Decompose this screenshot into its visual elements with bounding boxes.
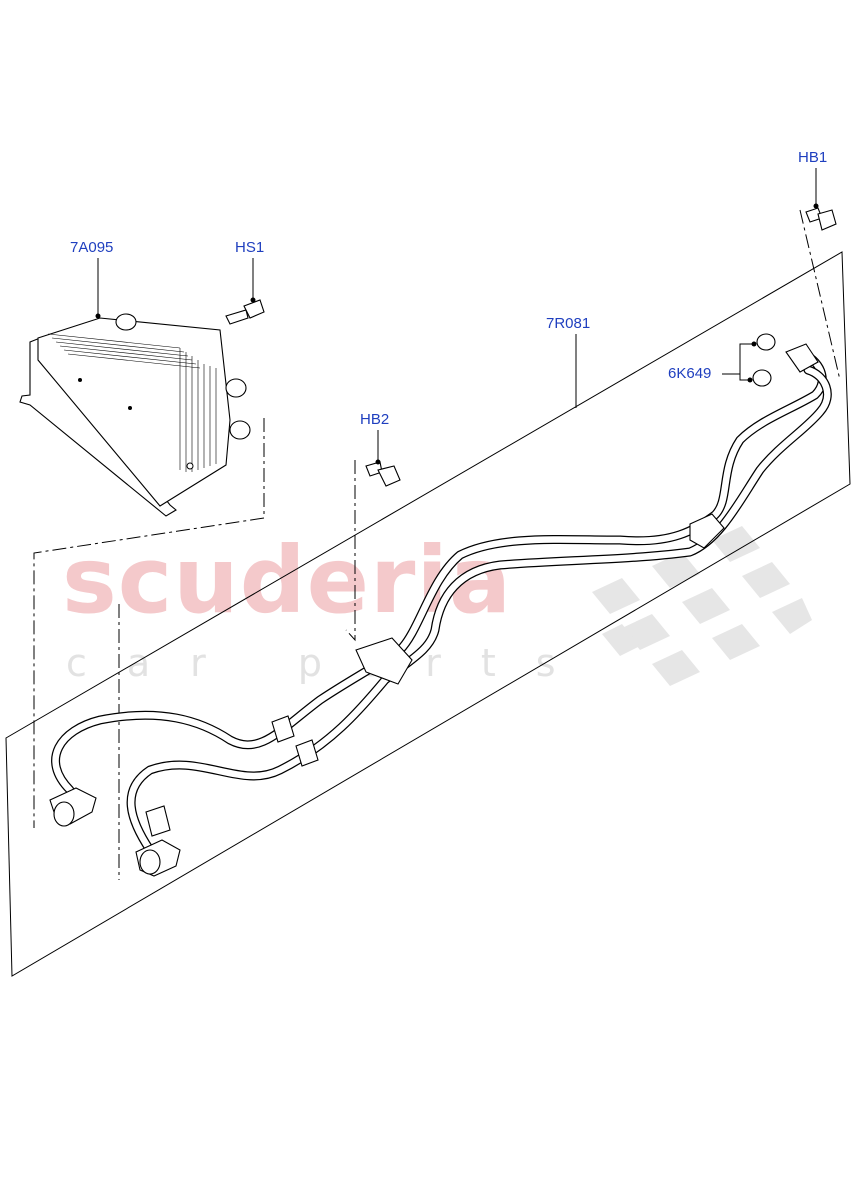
callout-pipe-assembly: 7R081 [546, 315, 590, 332]
pipe-assembly-frame [5, 251, 851, 977]
pipe-fittings [49, 343, 819, 877]
callout-bracket-bolt-center: HB2 [360, 411, 389, 428]
callout-o-rings: 6K649 [668, 365, 711, 382]
oil-cooler [19, 313, 251, 517]
watermark-brand: scuderia [62, 527, 512, 634]
checkered-flag-logo [592, 526, 812, 686]
callout-cooler-bolt: HS1 [235, 239, 264, 256]
bracket-bolt-right [805, 207, 837, 231]
cooler-pipes [51, 347, 832, 855]
cooler-bolt [225, 299, 265, 325]
callout-bracket-bolt-right: HB1 [798, 149, 827, 166]
o-rings [752, 333, 776, 387]
callout-leaders [95, 168, 819, 465]
callout-oil-cooler: 7A095 [70, 239, 113, 256]
bracket-bolt-center [365, 461, 401, 487]
watermark-tagline: car parts [66, 641, 596, 685]
